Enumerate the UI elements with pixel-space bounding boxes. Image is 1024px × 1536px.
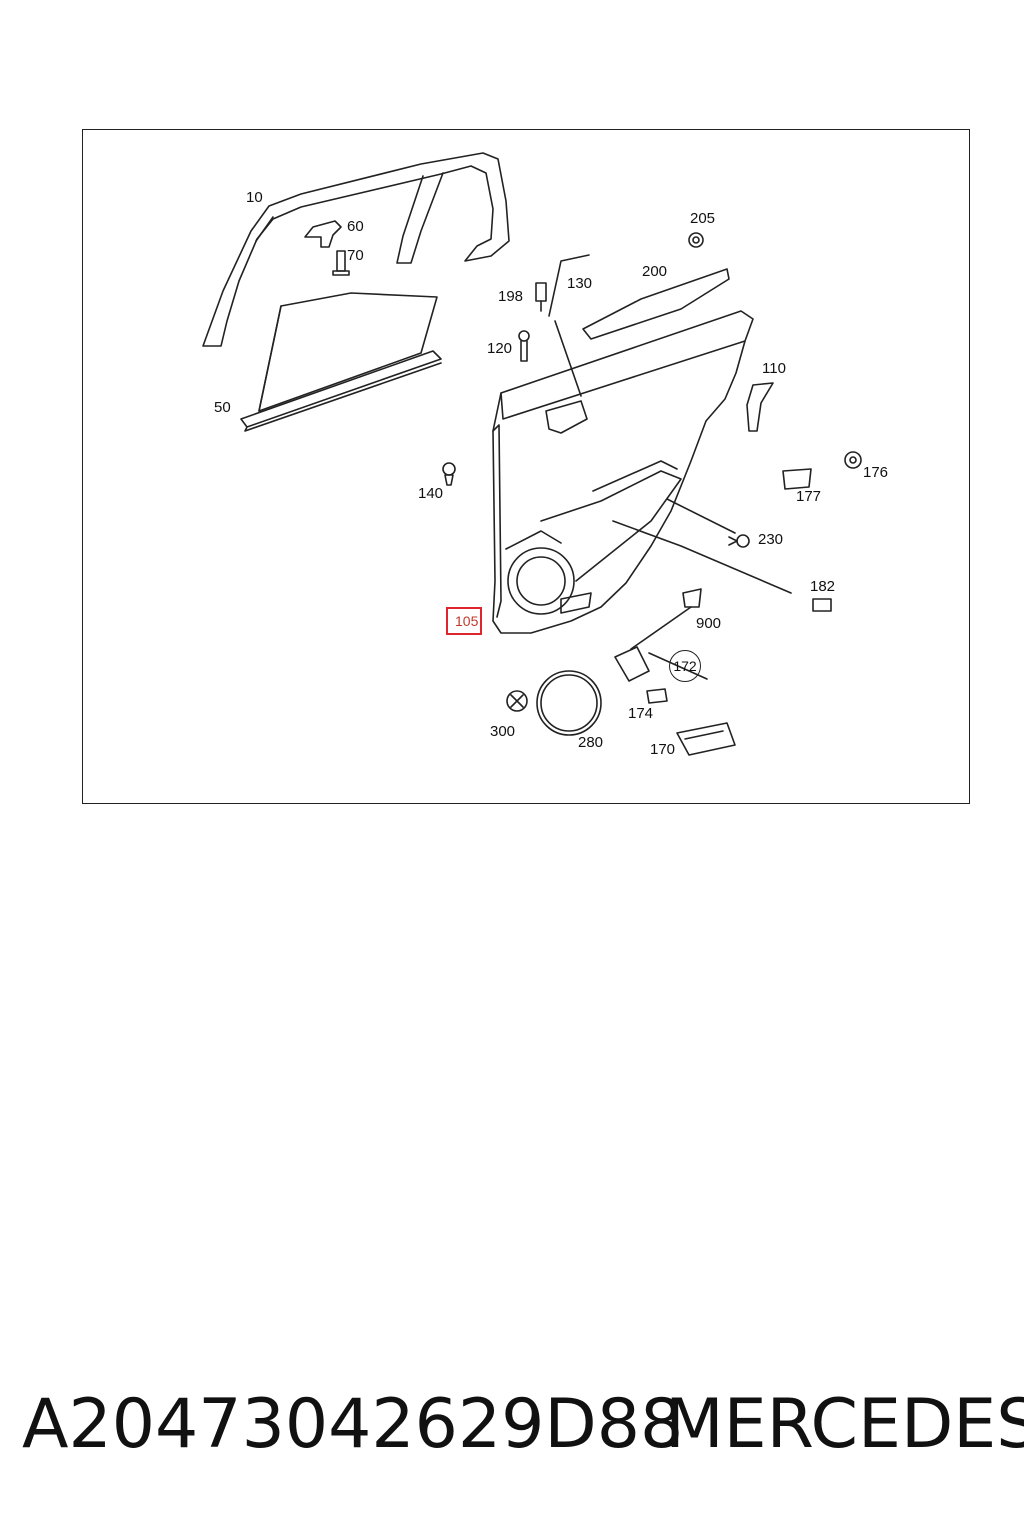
part-280-speaker-grille	[536, 670, 602, 736]
part-200-trim-strip	[582, 268, 730, 340]
callout-70[interactable]: 70	[347, 247, 364, 264]
callout-198[interactable]: 198	[498, 288, 524, 305]
callout-230[interactable]: 230	[758, 531, 784, 548]
part-300-grille-cap	[506, 690, 528, 712]
callout-105-highlighted[interactable]: 105	[446, 607, 483, 635]
part-170-lamp-cover	[676, 722, 736, 756]
part-177-insert	[782, 468, 812, 490]
callout-170[interactable]: 170	[650, 741, 676, 758]
callout-50[interactable]: 50	[214, 399, 231, 416]
callout-280[interactable]: 280	[578, 734, 604, 751]
part-174-bulb	[646, 688, 668, 704]
part-10-window-frame-trim	[202, 152, 510, 347]
callout-60[interactable]: 60	[347, 218, 364, 235]
callout-110[interactable]: 110	[762, 360, 786, 377]
callout-900[interactable]: 900	[696, 615, 722, 632]
callout-200[interactable]: 200	[642, 263, 668, 280]
part-105-door-trim-panel	[492, 310, 754, 634]
part-182-connector-cable	[612, 498, 832, 612]
part-205-nut	[688, 232, 704, 248]
part-60-bracket	[304, 220, 342, 248]
callout-140[interactable]: 140	[418, 485, 444, 502]
part-50-sun-blind	[240, 292, 442, 432]
part-230-screw	[728, 534, 750, 548]
part-120-screw	[518, 330, 530, 362]
part-110-bracket	[746, 382, 774, 432]
part-198-clip	[535, 282, 547, 312]
callout-182[interactable]: 182	[810, 578, 836, 595]
callout-10[interactable]: 10	[246, 189, 263, 206]
door-panel-exploded-diagram	[202, 152, 862, 756]
parts-diagram-frame: 10 60 70 50 205 200 198 130 120 110 140 …	[82, 129, 970, 804]
part-130-cable	[548, 254, 590, 397]
part-number-label: A20473042629D88	[22, 1385, 684, 1464]
callout-174[interactable]: 174	[628, 705, 654, 722]
callout-130[interactable]: 130	[567, 275, 593, 292]
callout-172[interactable]: 172	[669, 650, 701, 682]
part-140-clip	[442, 462, 456, 486]
brand-label: MERCEDES	[665, 1385, 1024, 1464]
callout-300[interactable]: 300	[490, 723, 516, 740]
callout-205[interactable]: 205	[690, 210, 716, 227]
callout-120[interactable]: 120	[487, 340, 513, 357]
part-70-bolt	[332, 250, 350, 276]
callout-177[interactable]: 177	[796, 488, 822, 505]
part-176-nut	[844, 451, 862, 469]
part-900-switch	[630, 588, 702, 650]
callout-176[interactable]: 176	[863, 464, 889, 481]
